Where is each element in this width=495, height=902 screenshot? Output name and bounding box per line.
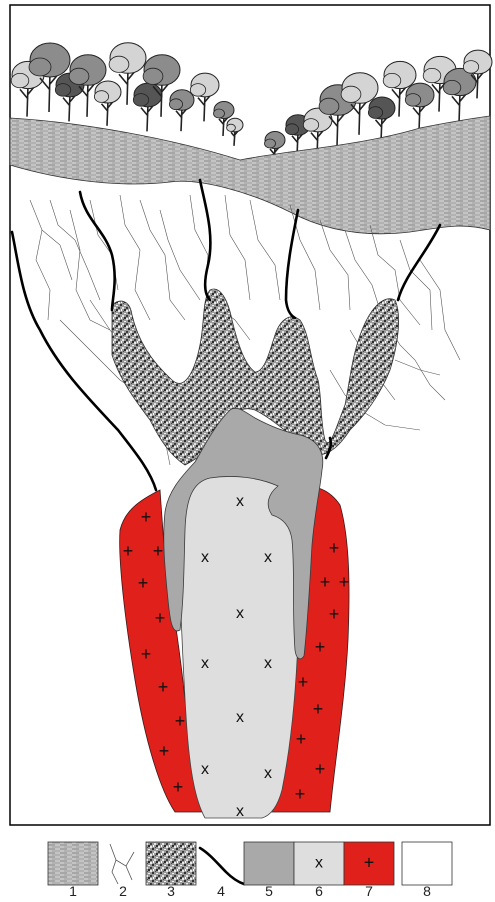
legend-number: 1 [69, 883, 77, 899]
legend-item-2: 2 [110, 844, 134, 899]
legend-item-5: 5 [244, 842, 294, 899]
plus-symbol: + [141, 644, 152, 664]
plus-symbol: + [158, 677, 169, 697]
x-symbol: x [201, 655, 209, 672]
x-symbol: x [236, 493, 244, 510]
x-symbol: x [201, 761, 209, 778]
plus-symbol: + [329, 538, 340, 558]
plus-symbol: + [175, 711, 186, 731]
plus-symbol: + [313, 699, 324, 719]
x-symbol: x [236, 709, 244, 726]
legend-number: 7 [365, 883, 373, 899]
plus-symbol: + [315, 759, 326, 779]
plus-symbol: + [320, 572, 331, 592]
legend-item-1: 1 [48, 842, 98, 899]
legend-number: 8 [423, 883, 431, 899]
svg-text:+: + [364, 852, 375, 872]
x-symbol: x [264, 655, 272, 672]
legend-item-7: +7 [344, 842, 394, 899]
x-symbol: x [236, 605, 244, 622]
plus-symbol: + [329, 604, 340, 624]
plus-symbol: + [296, 729, 307, 749]
x-symbol: x [236, 803, 244, 820]
legend-item-8: 8 [402, 842, 452, 899]
x-symbol: x [264, 765, 272, 782]
plus-symbol: + [298, 672, 309, 692]
plus-symbol: + [339, 572, 350, 592]
legend-number: 4 [217, 883, 225, 899]
plus-symbol: + [123, 541, 134, 561]
x-symbol: x [201, 549, 209, 566]
svg-text:x: x [315, 855, 323, 872]
plus-symbol: + [173, 777, 184, 797]
legend-number: 6 [315, 883, 323, 899]
legend-number: 2 [119, 883, 127, 899]
plus-symbol: + [138, 573, 149, 593]
plus-symbol: + [315, 637, 326, 657]
legend-item-3: 3 [146, 842, 196, 899]
legend-number: 3 [167, 883, 175, 899]
plus-symbol: + [153, 541, 164, 561]
x-symbol: x [264, 549, 272, 566]
legend-item-6: x6 [294, 842, 344, 899]
legend-item-4: 4 [200, 848, 244, 899]
plus-symbol: + [295, 784, 306, 804]
plus-symbol: + [141, 507, 152, 527]
legend-number: 5 [265, 883, 273, 899]
plus-symbol: + [155, 608, 166, 628]
plus-symbol: + [159, 741, 170, 761]
